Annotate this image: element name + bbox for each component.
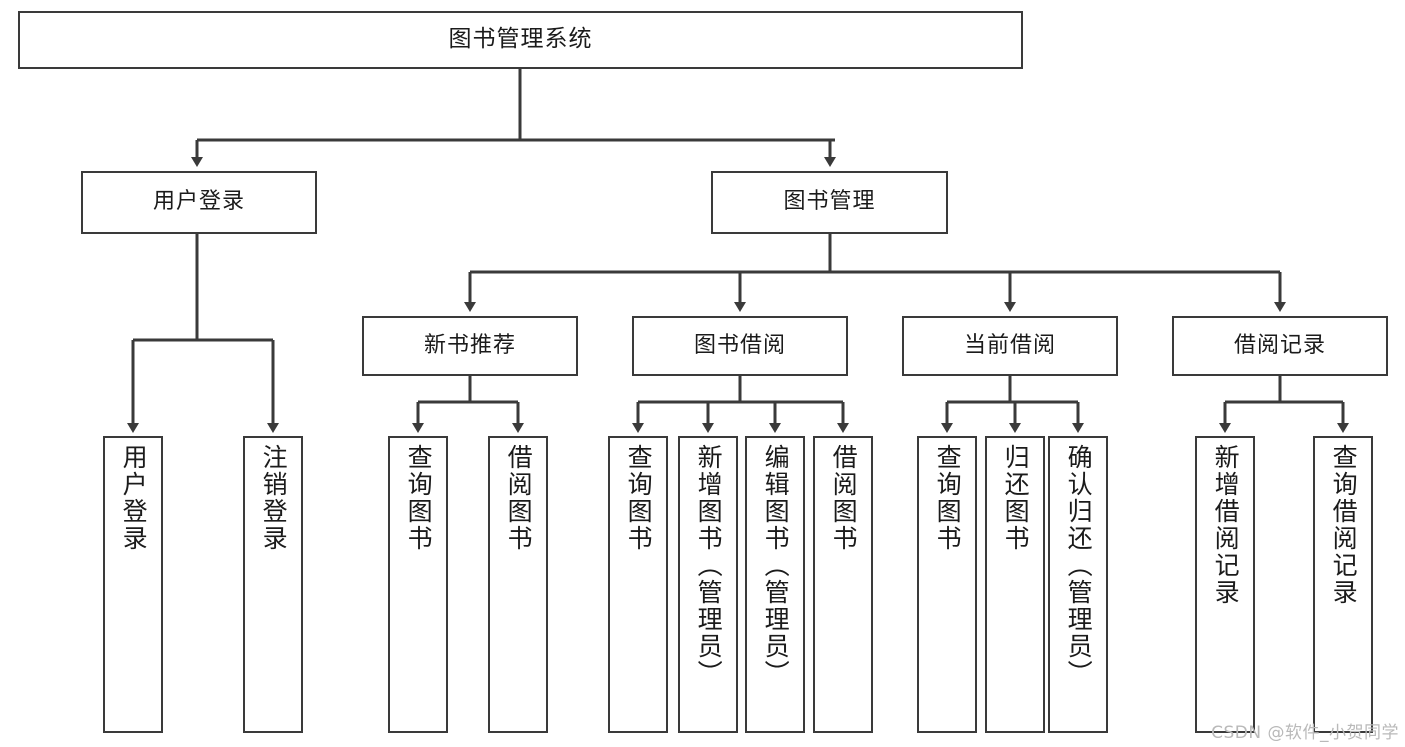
node-leaf-query-book-2[interactable]: 查询图书 xyxy=(608,436,668,733)
node-label: 查询图书 xyxy=(404,444,434,552)
node-book-borrow[interactable]: 图书借阅 xyxy=(632,316,848,376)
node-label: 查询图书 xyxy=(624,444,654,552)
node-current-borrow[interactable]: 当前借阅 xyxy=(902,316,1118,376)
node-leaf-add-record[interactable]: 新增借阅记录 xyxy=(1195,436,1255,733)
node-label: 查询图书 xyxy=(933,444,963,552)
node-leaf-return-book[interactable]: 归还图书 xyxy=(985,436,1045,733)
node-leaf-borrow-book-2[interactable]: 借阅图书 xyxy=(813,436,873,733)
node-label: 确认归还（管理员） xyxy=(1064,444,1094,687)
node-leaf-add-book[interactable]: 新增图书（管理员） xyxy=(678,436,738,733)
node-label: 新增借阅记录 xyxy=(1211,444,1241,606)
node-leaf-query-book-3[interactable]: 查询图书 xyxy=(917,436,977,733)
node-label: 图书借阅 xyxy=(693,332,786,358)
node-leaf-user-login[interactable]: 用户登录 xyxy=(103,436,163,733)
node-leaf-user-logout[interactable]: 注销登录 xyxy=(243,436,303,733)
node-label: 新增图书（管理员） xyxy=(694,444,724,687)
node-label: 注销登录 xyxy=(259,444,289,552)
node-label: 用户登录 xyxy=(152,189,245,215)
node-label: 借阅记录 xyxy=(1233,332,1326,358)
node-book-manage[interactable]: 图书管理 xyxy=(711,171,948,234)
node-label: 归还图书 xyxy=(1001,444,1031,552)
node-label: 当前借阅 xyxy=(963,332,1056,358)
watermark-text: CSDN @软件_小贺同学 xyxy=(1211,723,1399,743)
node-label: 借阅图书 xyxy=(504,444,534,552)
node-label: 用户登录 xyxy=(119,444,149,552)
node-leaf-edit-book[interactable]: 编辑图书（管理员） xyxy=(745,436,805,733)
node-label: 借阅图书 xyxy=(829,444,859,552)
node-leaf-borrow-book-1[interactable]: 借阅图书 xyxy=(488,436,548,733)
node-label: 编辑图书（管理员） xyxy=(761,444,791,687)
node-leaf-query-book-1[interactable]: 查询图书 xyxy=(388,436,448,733)
node-user-login[interactable]: 用户登录 xyxy=(81,171,317,234)
node-leaf-confirm-return[interactable]: 确认归还（管理员） xyxy=(1048,436,1108,733)
node-label: 图书管理系统 xyxy=(448,26,593,53)
node-label: 图书管理 xyxy=(783,189,876,215)
node-label: 新书推荐 xyxy=(423,332,516,358)
node-borrow-record[interactable]: 借阅记录 xyxy=(1172,316,1388,376)
node-leaf-query-record[interactable]: 查询借阅记录 xyxy=(1313,436,1373,733)
node-new-book-recommend[interactable]: 新书推荐 xyxy=(362,316,578,376)
node-root[interactable]: 图书管理系统 xyxy=(18,11,1023,69)
node-label: 查询借阅记录 xyxy=(1329,444,1359,606)
